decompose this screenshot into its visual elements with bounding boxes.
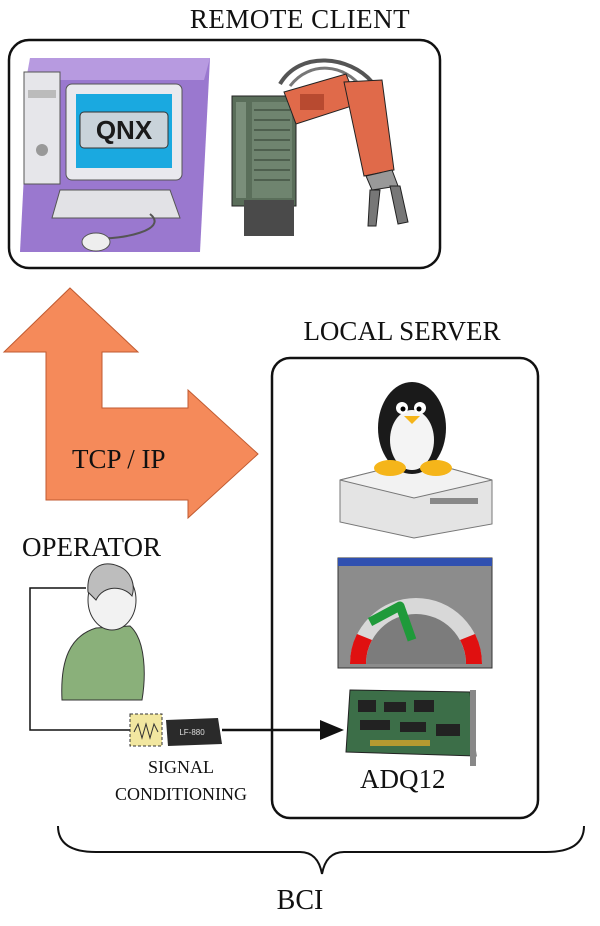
signal-conditioning-label: SIGNAL CONDITIONING	[106, 754, 256, 808]
robot-arm-icon	[231, 58, 409, 236]
gauge-display-icon	[337, 557, 493, 669]
tcp-ip-label: TCP / IP	[72, 444, 166, 474]
signal-conditioning-line2: CONDITIONING	[115, 784, 247, 804]
tcp-ip-arrow	[2, 287, 259, 520]
operator-person-icon	[61, 563, 145, 701]
bci-label: BCI	[276, 885, 324, 916]
remote-client-box	[7, 38, 442, 270]
qnx-logo-text: QNX	[96, 115, 153, 145]
signal-conditioning-line1: SIGNAL	[148, 757, 214, 777]
daq-board-icon	[345, 689, 477, 766]
operator-title: OPERATOR	[22, 532, 162, 562]
qnx-workstation-icon: QNX	[20, 58, 210, 252]
linux-penguin-server-icon	[339, 382, 493, 539]
bci-brace	[57, 825, 585, 875]
operator-wire	[29, 587, 130, 731]
device-label: LF-880	[179, 728, 205, 737]
remote-client-title: REMOTE CLIENT	[189, 4, 411, 34]
local-server-title: LOCAL SERVER	[303, 316, 501, 346]
signal-amplifier-icon: LF-880	[129, 713, 222, 747]
local-server-box	[270, 356, 540, 820]
adq12-label: ADQ12	[360, 764, 446, 794]
